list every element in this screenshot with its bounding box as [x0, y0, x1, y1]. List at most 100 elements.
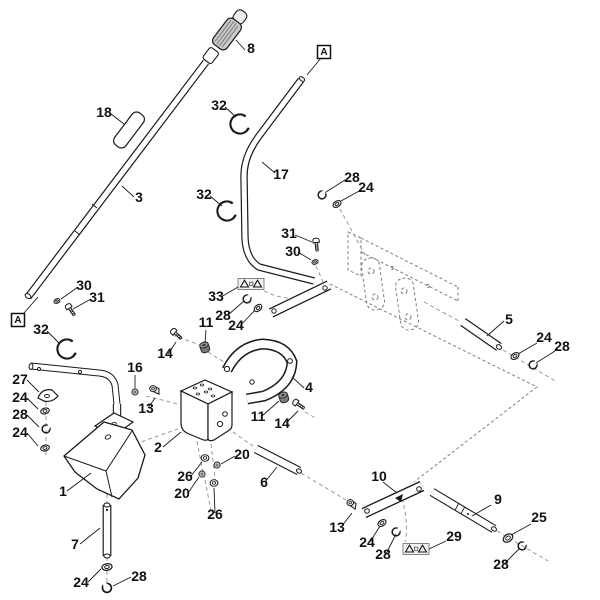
- part-28-clip: [526, 358, 540, 372]
- part-label-5-37: 5: [505, 311, 513, 327]
- part-16-nut: [131, 388, 139, 396]
- part-label-24-21: 24: [12, 389, 28, 405]
- part-label-28-39: 28: [554, 338, 570, 354]
- part-2-switch-box: [179, 379, 234, 442]
- part-27-clip: [37, 389, 59, 403]
- part-label-28-11: 28: [215, 307, 231, 323]
- part-1-pedal-weldment: [28, 362, 146, 500]
- part-17-bent-tube: [240, 76, 332, 318]
- part-28-clip: [39, 422, 53, 436]
- part-24-washer: [39, 443, 51, 453]
- part-32-circlip: [227, 111, 251, 137]
- part-label-26-29: 26: [177, 468, 193, 484]
- part-24-washer: [509, 350, 521, 362]
- part-label-27-20: 27: [12, 371, 28, 387]
- view-marker-a-left: A: [10, 312, 26, 328]
- part-26-washer: [209, 479, 219, 487]
- part-label-6-33: 6: [260, 474, 268, 490]
- part-label-26-32: 26: [207, 506, 223, 522]
- view-marker-label: A: [14, 315, 21, 326]
- part-3-control-rod: [24, 59, 210, 300]
- part-30-washer: [310, 258, 320, 266]
- box-top-vents: [192, 383, 216, 398]
- part-label-7-25: 7: [71, 536, 79, 552]
- part-label-14-14: 14: [157, 345, 173, 361]
- part-label-2-28: 2: [154, 439, 162, 455]
- part-label-24-26: 24: [73, 574, 89, 590]
- part-label-17-4: 17: [273, 166, 289, 182]
- part-label-30-9: 30: [285, 243, 301, 259]
- part-label-25-46: 25: [531, 509, 547, 525]
- part-24-washer: [331, 198, 343, 210]
- part-number-callouts: 8183321732282431303328241114161330313227…: [12, 40, 570, 590]
- part-14-screw: [291, 397, 307, 412]
- part-9-rod: [429, 488, 498, 533]
- part-label-9-45: 9: [494, 491, 502, 507]
- part-8-handle-grip: [202, 9, 248, 65]
- part-label-20-30: 20: [174, 485, 190, 501]
- part-24-washer: [100, 562, 114, 572]
- part-label-11-35: 11: [251, 408, 266, 424]
- part-28-clip: [99, 580, 114, 595]
- part-26-washer: [200, 454, 210, 462]
- part-label-29-44: 29: [446, 528, 462, 544]
- part-10-link-bar: [361, 481, 425, 518]
- part-20-nut: [213, 461, 221, 469]
- part-label-28-22: 28: [12, 406, 28, 422]
- part-label-28-27: 28: [131, 568, 147, 584]
- part-label-28-43: 28: [375, 546, 391, 562]
- part-label-28-6: 28: [344, 169, 360, 185]
- part-13-bushing: [149, 385, 160, 395]
- part-label-20-31: 20: [234, 446, 250, 462]
- part-label-32-3: 32: [211, 97, 227, 113]
- part-24-washer: [376, 517, 388, 529]
- part-label-32-19: 32: [33, 321, 49, 337]
- part-14-screw: [169, 326, 184, 342]
- part-28-clip: [240, 292, 254, 306]
- part-32-circlip: [54, 336, 78, 362]
- part-label-8-0: 8: [247, 40, 255, 56]
- part-31-screw: [63, 302, 78, 318]
- part-label-33-10: 33: [208, 288, 224, 304]
- part-label-13-16: 13: [138, 400, 154, 416]
- part-label-30-17: 30: [76, 277, 92, 293]
- part-label-1-24: 1: [59, 483, 67, 499]
- part-6-pin: [253, 444, 302, 476]
- part-5-pivot-pin: [460, 318, 503, 351]
- part-label-24-7: 24: [358, 179, 374, 195]
- part-label-3-2: 3: [135, 189, 143, 205]
- view-marker-label: A: [320, 47, 327, 58]
- part-28-clip: [389, 525, 403, 539]
- reference-frame-dashed: [329, 231, 538, 483]
- part-label-14-36: 14: [274, 415, 290, 431]
- part-20-nut: [198, 470, 206, 478]
- view-marker-a-top: A: [316, 44, 332, 60]
- part-29-warning-label: [402, 542, 430, 556]
- part-13-bushing: [345, 498, 358, 510]
- part-label-24-42: 24: [359, 534, 375, 550]
- callout-leader-lines: [23, 39, 556, 587]
- part-24-washer: [39, 406, 51, 416]
- part-label-18-1: 18: [96, 104, 112, 120]
- part-label-16-15: 16: [127, 359, 143, 375]
- part-31-screw: [312, 237, 321, 252]
- part-33-warning-label: [237, 277, 265, 291]
- part-label-24-12: 24: [228, 317, 244, 333]
- part-28-clip: [315, 188, 329, 202]
- part-label-31-18: 31: [89, 289, 105, 305]
- part-label-28-47: 28: [493, 556, 509, 572]
- part-7-pedal-pin: [102, 502, 112, 559]
- part-30-washer: [52, 297, 62, 305]
- part-label-31-8: 31: [281, 225, 297, 241]
- part-label-24-23: 24: [12, 424, 28, 440]
- part-label-24-38: 24: [536, 329, 552, 345]
- part-label-32-5: 32: [196, 186, 212, 202]
- part-label-13-41: 13: [329, 519, 345, 535]
- part-8-ferrule: [202, 47, 219, 65]
- part-24-washer: [252, 302, 264, 314]
- orientation-arrow-icon: [395, 494, 403, 502]
- part-label-4-34: 4: [305, 379, 313, 395]
- part-label-11-13: 11: [199, 314, 214, 330]
